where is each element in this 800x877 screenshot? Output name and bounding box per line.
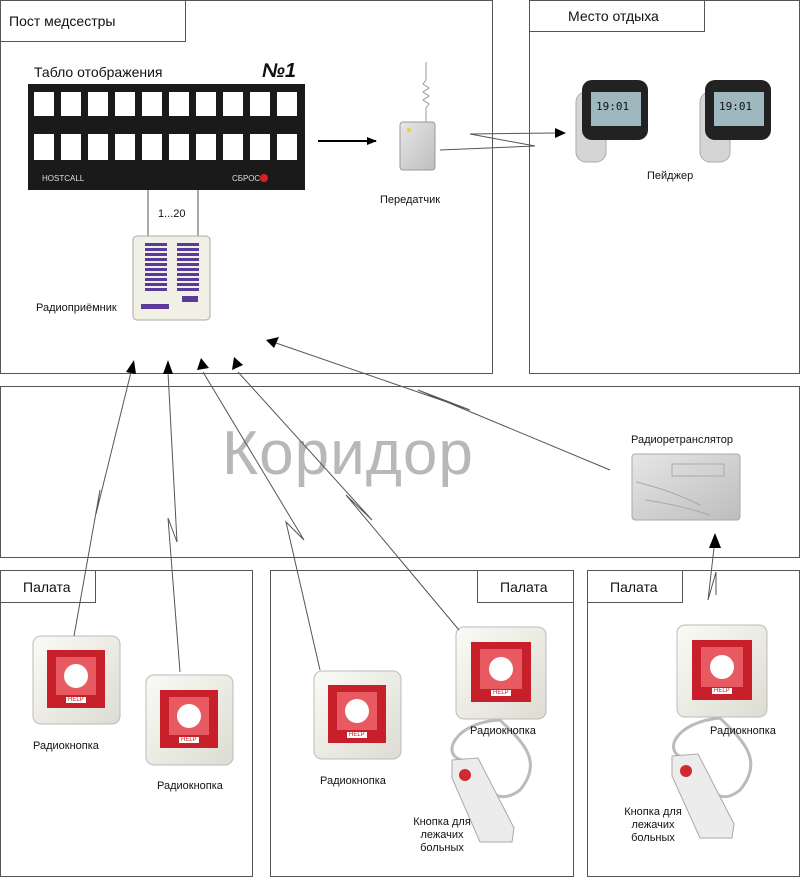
receiver-slot bbox=[177, 278, 199, 281]
display-panel-title: Табло отображения bbox=[34, 64, 163, 80]
display-window bbox=[250, 92, 270, 116]
bed-button-label-2-line1: Кнопка для bbox=[624, 806, 682, 818]
radio-arrowheads bbox=[126, 337, 721, 548]
receiver-device bbox=[132, 235, 211, 321]
receiver-slot bbox=[145, 248, 167, 251]
pager-watch-2 bbox=[699, 80, 771, 163]
display-window bbox=[196, 92, 216, 116]
receiver-slot bbox=[145, 258, 167, 261]
hostcall-label: HOSTCALL bbox=[42, 174, 85, 183]
receiver-slot bbox=[177, 288, 199, 291]
radio-button-device-2 bbox=[145, 674, 234, 766]
receiver-slot bbox=[145, 243, 167, 246]
receiver-slot bbox=[177, 253, 199, 256]
rest-area-label: Место отдыха bbox=[529, 0, 705, 32]
display-window bbox=[115, 134, 135, 160]
radio-button-device-4 bbox=[455, 626, 547, 720]
ward-2-label: Палата bbox=[477, 570, 574, 603]
radio-button-label-3: Радиокнопка bbox=[320, 775, 386, 787]
reset-label: СБРОС bbox=[232, 174, 261, 183]
bed-button-label-1-line3: больных bbox=[420, 842, 464, 854]
display-window bbox=[61, 92, 81, 116]
receiver-label: Радиоприёмник bbox=[36, 302, 117, 314]
receiver-slot bbox=[145, 263, 167, 266]
bed-button-label-2: Кнопка для лежачих больных bbox=[621, 806, 685, 845]
display-window bbox=[250, 134, 270, 160]
display-window bbox=[142, 134, 162, 160]
bed-button-label-2-line3: больных bbox=[631, 832, 675, 844]
ward-1-label: Палата bbox=[0, 570, 96, 603]
display-window bbox=[169, 92, 189, 116]
display-window bbox=[277, 134, 297, 160]
pager-watch-1 bbox=[575, 80, 648, 163]
display-window bbox=[88, 92, 108, 116]
radio-button-device-5 bbox=[676, 624, 768, 718]
display-window bbox=[223, 134, 243, 160]
bed-button-device-2 bbox=[671, 716, 753, 839]
radio-button-label-5: Радиокнопка bbox=[710, 725, 776, 737]
display-window bbox=[277, 92, 297, 116]
display-window bbox=[115, 92, 135, 116]
radio-button-label-1: Радиокнопка bbox=[33, 740, 99, 752]
bed-button-label-1-line1: Кнопка для bbox=[413, 816, 471, 828]
receiver-slot bbox=[177, 273, 199, 276]
display-window bbox=[169, 134, 189, 160]
receiver-slot bbox=[145, 278, 167, 281]
bed-button-label-2-line2: лежачих bbox=[631, 819, 675, 831]
repeater-label: Радиоретранслятор bbox=[631, 434, 734, 446]
receiver-slot bbox=[145, 288, 167, 291]
help-label-3: HELP bbox=[349, 732, 365, 738]
transmitter-device bbox=[399, 62, 436, 171]
receiver-slot bbox=[145, 268, 167, 271]
help-label-5: HELP bbox=[714, 688, 730, 694]
radio-button-label-4: Радиокнопка bbox=[470, 725, 536, 737]
receiver-slot bbox=[177, 283, 199, 286]
help-label-2: HELP bbox=[181, 737, 197, 743]
reset-led bbox=[260, 174, 268, 182]
radio-links bbox=[73, 342, 717, 673]
receiver-slot bbox=[177, 263, 199, 266]
corridor-watermark: Коридор bbox=[222, 419, 474, 488]
receiver-slot bbox=[177, 243, 199, 246]
pager-1-time: 19:01 bbox=[596, 100, 630, 113]
pager-2-time: 19:01 bbox=[719, 100, 753, 113]
display-window bbox=[61, 134, 81, 160]
bed-button-label-1-line2: лежачих bbox=[420, 829, 464, 841]
radio-button-device-1 bbox=[32, 635, 121, 725]
radio-button-device-3 bbox=[313, 670, 402, 760]
bed-button-label-1: Кнопка для лежачих больных bbox=[410, 816, 474, 855]
channel-range-label: 1...20 bbox=[158, 208, 186, 220]
receiver-slot bbox=[177, 248, 199, 251]
transmitter-label: Передатчик bbox=[380, 194, 441, 206]
display-window bbox=[34, 92, 54, 116]
display-panel-number: №1 bbox=[262, 60, 297, 82]
display-window bbox=[34, 134, 54, 160]
receiver-slot bbox=[177, 268, 199, 271]
repeater-device bbox=[631, 453, 741, 521]
display-window bbox=[88, 134, 108, 160]
nurse-post-label: Пост медсестры bbox=[0, 0, 186, 42]
display-panel bbox=[28, 84, 305, 190]
receiver-slot bbox=[177, 258, 199, 261]
display-window bbox=[196, 134, 216, 160]
radio-button-label-2: Радиокнопка bbox=[157, 780, 223, 792]
receiver-slot bbox=[145, 273, 167, 276]
display-window bbox=[223, 92, 243, 116]
display-window bbox=[142, 92, 162, 116]
pager-label: Пейджер bbox=[647, 170, 694, 182]
ward-3-label: Палата bbox=[587, 570, 683, 603]
bed-button-device-1 bbox=[450, 718, 532, 843]
receiver-slot bbox=[145, 283, 167, 286]
receiver-slot bbox=[145, 253, 167, 256]
help-label-1: HELP bbox=[68, 697, 84, 703]
help-label-4: HELP bbox=[493, 690, 509, 696]
